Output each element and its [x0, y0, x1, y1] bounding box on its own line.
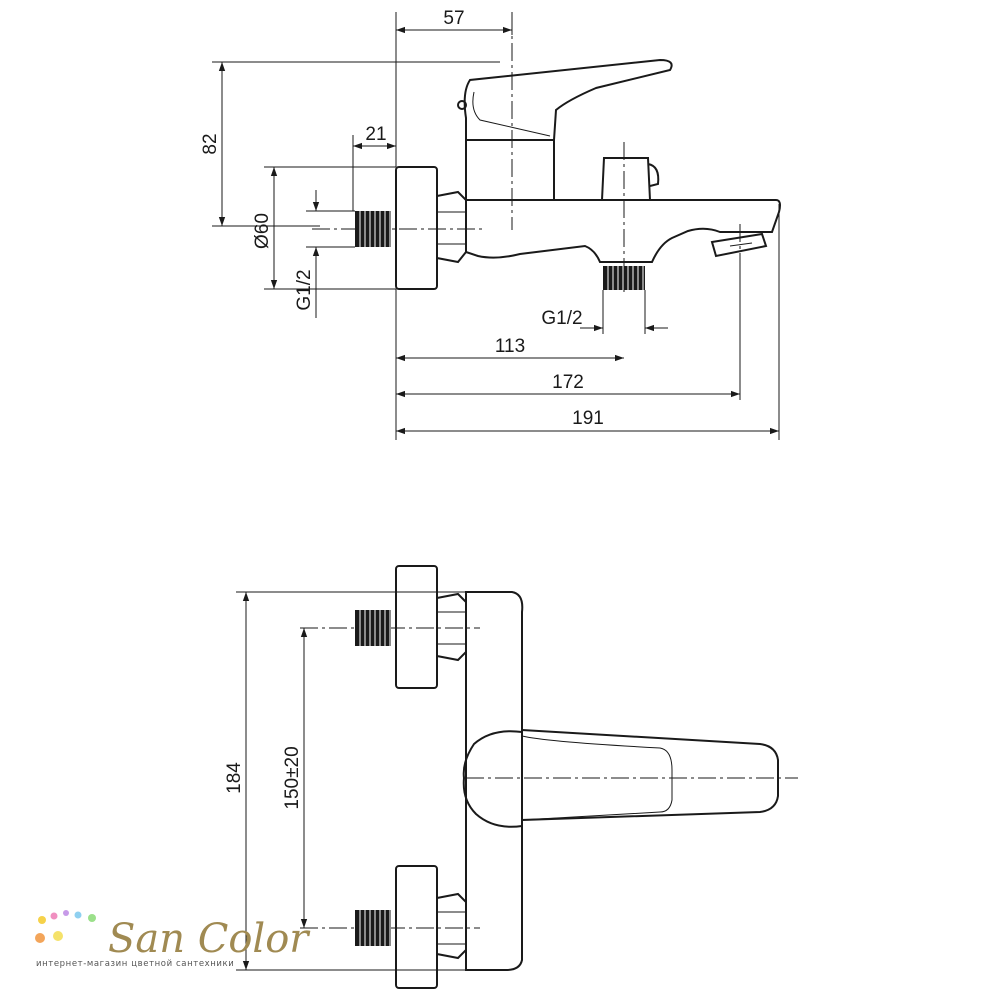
side-view-dimensions: 57 82 21 Ø60 G1/2 G1/2 113 172: [200, 8, 780, 440]
dim-191: 191: [572, 408, 604, 429]
dim-172: 172: [552, 372, 584, 393]
upper-escutcheon: [395, 565, 438, 689]
side-view: [312, 14, 781, 292]
dim-150: 150±20: [282, 746, 303, 809]
lever-handle: [463, 58, 673, 141]
logo-dot: [38, 916, 46, 924]
dim-184: 184: [224, 762, 245, 794]
front-view-dimensions: 184 150±20: [224, 591, 466, 971]
logo-dot: [74, 911, 82, 919]
upper-hex-nut: [436, 592, 467, 662]
logo-dot: [63, 910, 69, 916]
dim-dia60: Ø60: [252, 213, 273, 249]
front-body: [465, 591, 524, 971]
logo-dot: [50, 912, 58, 920]
logo-dots: [35, 910, 96, 943]
front-lever: [462, 729, 779, 828]
logo-tagline: интернет-магазин цветной сантехники: [36, 959, 234, 969]
dim-113: 113: [495, 336, 525, 357]
logo-name: San Color: [108, 916, 311, 962]
dim-g12-bottom: G1/2: [541, 308, 582, 329]
logo-dot: [53, 931, 63, 941]
wall-escutcheon: [395, 166, 438, 290]
sancolor-logo: San Color интернет-магазин цветной санте…: [35, 910, 311, 969]
aerator: [710, 232, 768, 258]
dim-g12-left: G1/2: [294, 269, 315, 310]
hex-nut: [436, 190, 467, 264]
dim-82: 82: [200, 133, 221, 154]
lower-hex-nut: [436, 892, 467, 960]
diverter-knob: [601, 157, 651, 201]
logo-dot: [88, 914, 96, 922]
dim-57: 57: [443, 8, 464, 29]
dim-21: 21: [365, 124, 386, 145]
cartridge-housing: [465, 139, 555, 201]
logo-dot: [35, 933, 45, 943]
